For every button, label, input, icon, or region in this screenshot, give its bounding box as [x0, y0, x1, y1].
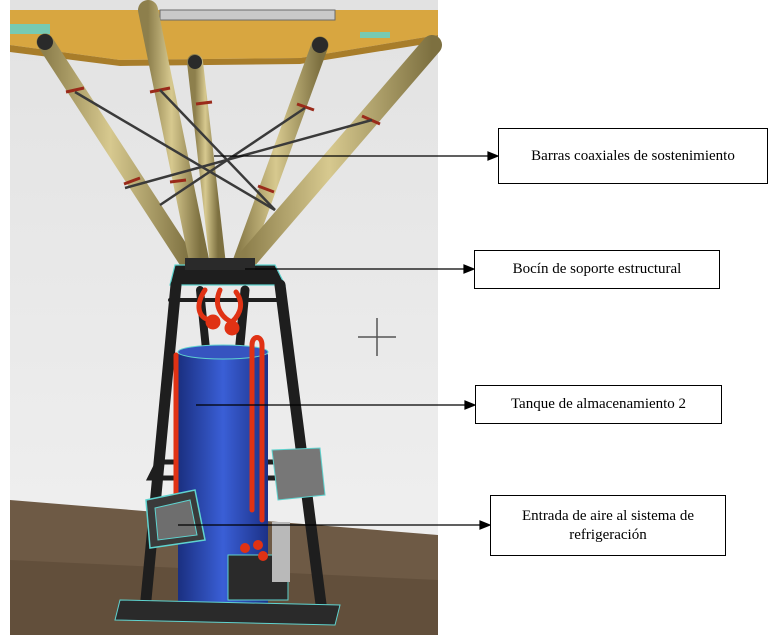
callout-storage-tank-label: Tanque de almacenamiento 2: [510, 396, 687, 412]
callout-structural-bushing: Bocín de soporte estructural: [474, 250, 720, 289]
ceiling-grating: [159, 9, 336, 21]
red-pipes-top: [196, 287, 243, 336]
coaxial-bars: [36, 0, 442, 275]
base-equipment: [114, 522, 341, 626]
side-box-right: [271, 447, 326, 501]
leader-lines: [178, 151, 500, 530]
callout-coaxial-bars-label: Barras coaxiales de sostenimiento: [531, 147, 735, 164]
callout-air-intake-label: Entrada de aire al sistema de refrigerac…: [521, 507, 694, 543]
ceiling-platform: [10, 10, 438, 60]
callout-coaxial-bars: Barras coaxiales de sostenimiento: [498, 128, 768, 184]
air-intake-box: [145, 489, 206, 549]
callout-structural-bushing-label: Bocín de soporte estructural: [512, 261, 682, 277]
callout-air-intake: Entrada de aire al sistema de refrigerac…: [490, 495, 726, 556]
crosshair-icon: [358, 318, 396, 356]
callout-storage-tank: Tanque de almacenamiento 2: [475, 385, 722, 424]
ceiling-edge: [10, 35, 438, 66]
ceiling-plate-left: [10, 24, 50, 34]
ceiling-plate-right: [360, 32, 390, 38]
